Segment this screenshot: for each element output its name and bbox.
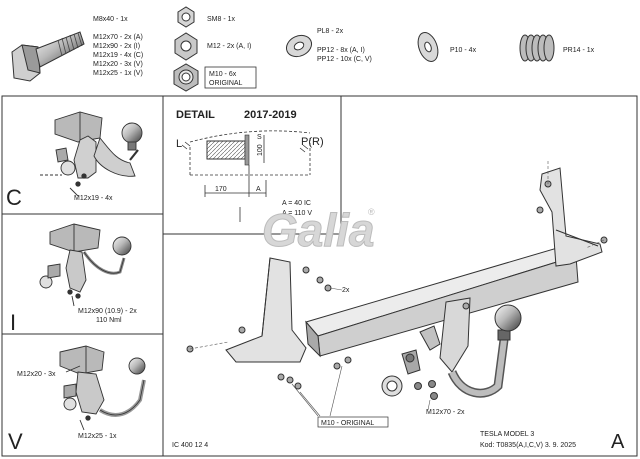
washer-pl8-label: PL8 - 2x: [317, 28, 344, 35]
detail-title: DETAIL: [176, 109, 215, 121]
washer-p10-icon: [417, 32, 439, 62]
variant-c-bolt: M12x19 - 4x: [74, 195, 113, 202]
detail-note-b: A = 110 V: [282, 210, 312, 217]
washer-pp12-a-label: PP12 - 8x (A, I): [317, 47, 365, 54]
drawing-frame: [1, 95, 638, 457]
detail-right-label: P(R): [301, 136, 324, 148]
bolt-spec-5: M12x20 - 3x (V): [93, 61, 143, 68]
bolt-spec-2: M12x70 - 2x (A): [93, 34, 143, 41]
registered-mark: ®: [368, 207, 375, 217]
original-nut-box: [204, 66, 257, 89]
main-variant-letter: A: [611, 431, 625, 453]
variant-i-torque: 110 Nml: [96, 317, 122, 324]
washer-pp12-c-label: PP12 - 10x (C, V): [317, 56, 372, 63]
spring-label: PR14 - 1x: [563, 47, 595, 54]
washer-p10-label: P10 - 4x: [450, 47, 477, 54]
variant-i-drawing: [39, 223, 132, 307]
detail-dim-170: 170: [215, 186, 227, 193]
variant-v-bolt-bottom: M12x25 - 1x: [78, 433, 117, 440]
detail-note-a: A = 40 IC: [282, 200, 311, 207]
detail-dim-a: A: [256, 186, 261, 193]
nut-m10-original: ORIGINAL: [209, 80, 243, 87]
bolt-spec-1: M8x40 - 1x: [93, 16, 128, 23]
detail-section: [181, 130, 311, 222]
galia-logo: Galia: [262, 204, 375, 256]
main-bolt-label: M12x70 - 2x: [426, 409, 465, 416]
bolt-spec-4: M12x19 - 4x (C): [93, 52, 143, 59]
nut-m12-icon: [174, 32, 198, 61]
variant-v-drawing: [59, 345, 146, 431]
nut-m12-label: M12 - 2x (A, I): [207, 43, 251, 50]
variant-v-letter: V: [8, 429, 23, 454]
nut-m10-label: M10 - 6x: [209, 71, 237, 78]
main-original-label: M10 - ORIGINAL: [321, 420, 374, 427]
nut-sm8-label: SM8 - 1x: [207, 16, 236, 23]
detail-crossbar-profile: [206, 140, 246, 160]
main-nut-callout: 2x: [342, 287, 350, 294]
detail-left-label: L: [176, 138, 182, 150]
bolt-spec-3: M12x90 - 2x (I): [93, 43, 140, 50]
variant-i-letter: I: [10, 310, 16, 335]
bolt-spec-6: M12x25 - 1x (V): [93, 70, 143, 77]
detail-dim-s: S: [257, 134, 262, 141]
variant-i-bolt: M12x90 (10.9) - 2x: [78, 308, 137, 315]
variant-c-letter: C: [6, 185, 22, 210]
variant-c-drawing: [40, 111, 143, 197]
detail-plate: [244, 134, 250, 166]
nut-sm8-icon: [177, 6, 195, 28]
bolt-icon: [11, 31, 85, 82]
detail-years: 2017-2019: [244, 109, 297, 121]
spring-icon: [519, 34, 555, 62]
washer-pl8-icon: [285, 34, 313, 58]
detail-dim-100: 100: [257, 144, 264, 156]
nut-m10-icon: [173, 63, 199, 92]
main-assembly: [186, 160, 608, 417]
vehicle-model: TESLA MODEL 3: [480, 431, 534, 438]
variant-v-bolt-top: M12x20 - 3x: [17, 371, 56, 378]
ic-code: IC 400 12 4: [172, 442, 208, 449]
product-code: Kod: T0835(A,I,C,V) 3. 9. 2025: [480, 442, 576, 449]
original-callout-box: [317, 416, 389, 428]
